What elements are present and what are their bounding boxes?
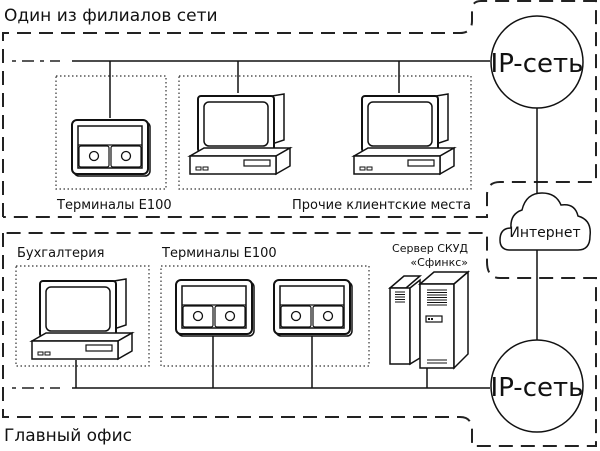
branch-terminals-label: Терминалы E100: [56, 198, 172, 213]
branch-region-outline: [2, 0, 597, 218]
main-terminals-label: Терминалы E100: [161, 246, 277, 261]
branch-workstations-group: [178, 75, 472, 190]
accounting-group: [15, 265, 150, 367]
main-office-region-outline: [2, 232, 597, 447]
internet-label: Интернет: [509, 225, 580, 241]
sphinx-server-icon: [387, 270, 471, 370]
branch-workstation-icon-2: [353, 93, 455, 175]
main-ip-network-label: IP-сеть: [491, 373, 584, 403]
main-terminals-group: [160, 265, 370, 367]
branch-workstation-icon-1: [189, 93, 291, 175]
branch-terminal-icon: [71, 119, 151, 177]
main-terminal-icon-2: [273, 279, 353, 337]
branch-workstations-label: Прочие клиентские места: [292, 198, 471, 213]
server-label-line1: Сервер СКУД: [392, 242, 468, 255]
main-office-title: Главный офис: [4, 426, 132, 446]
internet-cloud-icon: [499, 192, 591, 251]
accounting-label: Бухгалтерия: [17, 246, 105, 261]
branch-ip-network-node: [490, 15, 584, 109]
branch-title: Один из филиалов сети: [4, 6, 218, 26]
main-ip-network-node: [490, 339, 584, 433]
branch-ip-network-label: IP-сеть: [491, 49, 584, 79]
branch-terminals-group: [55, 75, 167, 190]
server-label-line2: «Сфинкс»: [410, 256, 468, 269]
main-terminal-icon-1: [175, 279, 255, 337]
accounting-workstation-icon: [31, 278, 133, 360]
